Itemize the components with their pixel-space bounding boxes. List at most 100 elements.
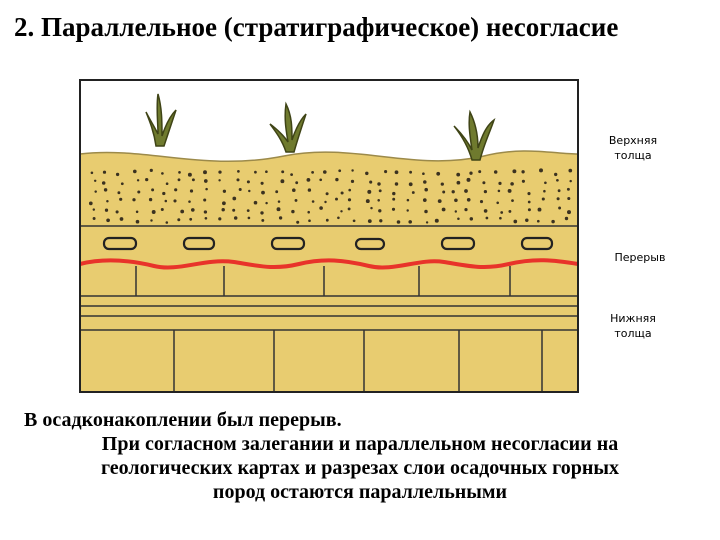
sand-dot <box>166 182 169 185</box>
sand-dot <box>558 189 561 192</box>
unconformity-diagram <box>74 74 584 399</box>
sand-dot <box>351 169 353 171</box>
sand-dot <box>150 219 152 221</box>
sand-dot <box>121 182 124 185</box>
sand-dot <box>454 199 458 203</box>
sand-dot <box>392 192 395 195</box>
sand-dot <box>133 170 137 174</box>
sand-dot <box>161 208 164 211</box>
sand-dot <box>456 173 460 177</box>
sand-dot <box>567 210 571 214</box>
sand-dot <box>366 199 370 203</box>
sand-dot <box>311 171 314 174</box>
sand-dot <box>348 207 351 210</box>
sand-dot <box>279 216 282 219</box>
sand-dot <box>565 217 568 220</box>
sand-dot <box>369 181 372 184</box>
sand-dot <box>353 219 356 222</box>
sand-dot <box>513 220 517 224</box>
sand-dot <box>280 179 284 183</box>
sand-dot <box>340 210 342 212</box>
sand-dot <box>277 207 281 211</box>
sand-dot <box>151 188 154 191</box>
sand-dot <box>384 170 387 173</box>
sand-dot <box>236 178 239 181</box>
sand-dot <box>204 210 207 213</box>
sand-dot <box>116 173 119 176</box>
caption-line-4: пород остаются параллельными <box>10 480 710 504</box>
pebble <box>522 238 552 249</box>
sand-dot <box>567 197 570 200</box>
sand-dot <box>498 182 501 185</box>
sand-dot <box>319 178 322 181</box>
sand-dot <box>554 173 557 176</box>
sand-dot <box>307 211 310 214</box>
sand-dot <box>377 182 380 185</box>
sand-dot <box>484 190 487 193</box>
sand-dot <box>539 168 543 172</box>
sand-dot <box>205 188 208 191</box>
sand-dot <box>177 218 180 221</box>
sand-dot <box>248 190 250 192</box>
sand-dot <box>409 171 412 174</box>
sand-dot <box>105 209 108 212</box>
sand-dot <box>188 200 191 203</box>
sand-dot <box>218 217 221 220</box>
sand-dot <box>379 219 382 222</box>
sand-dot <box>265 170 268 173</box>
sand-dot <box>178 178 181 181</box>
sand-dot <box>93 217 96 220</box>
sand-dot <box>442 208 446 212</box>
sand-dot <box>538 208 542 212</box>
sand-dot <box>508 210 511 213</box>
sand-dot <box>203 170 207 174</box>
sand-dot <box>232 197 236 201</box>
sand-dot <box>341 191 344 194</box>
sand-dot <box>406 209 408 211</box>
sand-dot <box>178 171 181 174</box>
caption-line-2: При согласном залегании и параллельном н… <box>10 432 710 456</box>
sand-dot <box>162 192 165 195</box>
sand-dot <box>103 171 106 174</box>
sand-dot <box>457 218 460 221</box>
sand-dot <box>436 172 440 176</box>
sand-dot <box>368 219 372 223</box>
sand-dot <box>557 197 560 200</box>
sand-dot <box>247 209 250 212</box>
upper-strata-background <box>80 151 578 264</box>
sand-dot <box>292 188 296 192</box>
sand-dot <box>512 169 516 173</box>
sand-dot <box>365 172 368 175</box>
sand-dot <box>261 182 264 185</box>
sand-dot <box>569 180 571 182</box>
sand-dot <box>367 190 371 194</box>
sand-dot <box>136 211 139 214</box>
sand-dot <box>191 208 195 212</box>
upper-strata-label-line1: Верхняя <box>598 133 668 148</box>
sand-dot <box>254 201 258 205</box>
sand-dot <box>423 180 427 184</box>
sand-dot <box>551 220 554 223</box>
caption: В осадконакоплении был перерыв. При согл… <box>10 408 710 504</box>
sand-dot <box>537 220 540 223</box>
sand-dot <box>407 199 410 202</box>
sand-dot <box>528 208 531 211</box>
sand-dot <box>119 198 122 201</box>
sand-dot <box>291 210 294 213</box>
sand-dot <box>94 190 96 192</box>
sand-dot <box>510 182 514 186</box>
sand-dot <box>480 200 483 203</box>
lower-strata-label: Нижняя толща <box>598 311 668 341</box>
sand-dot <box>455 210 457 212</box>
sand-dot <box>522 180 525 183</box>
sand-dot <box>542 197 545 200</box>
sand-dot <box>508 189 512 193</box>
sand-dot <box>120 217 124 221</box>
sand-dot <box>254 171 257 174</box>
sand-dot <box>464 208 467 211</box>
sand-dot <box>308 219 311 222</box>
sand-dot <box>205 217 208 220</box>
sand-dot <box>484 209 488 213</box>
sand-dot <box>232 209 235 212</box>
sand-dot <box>558 207 561 210</box>
